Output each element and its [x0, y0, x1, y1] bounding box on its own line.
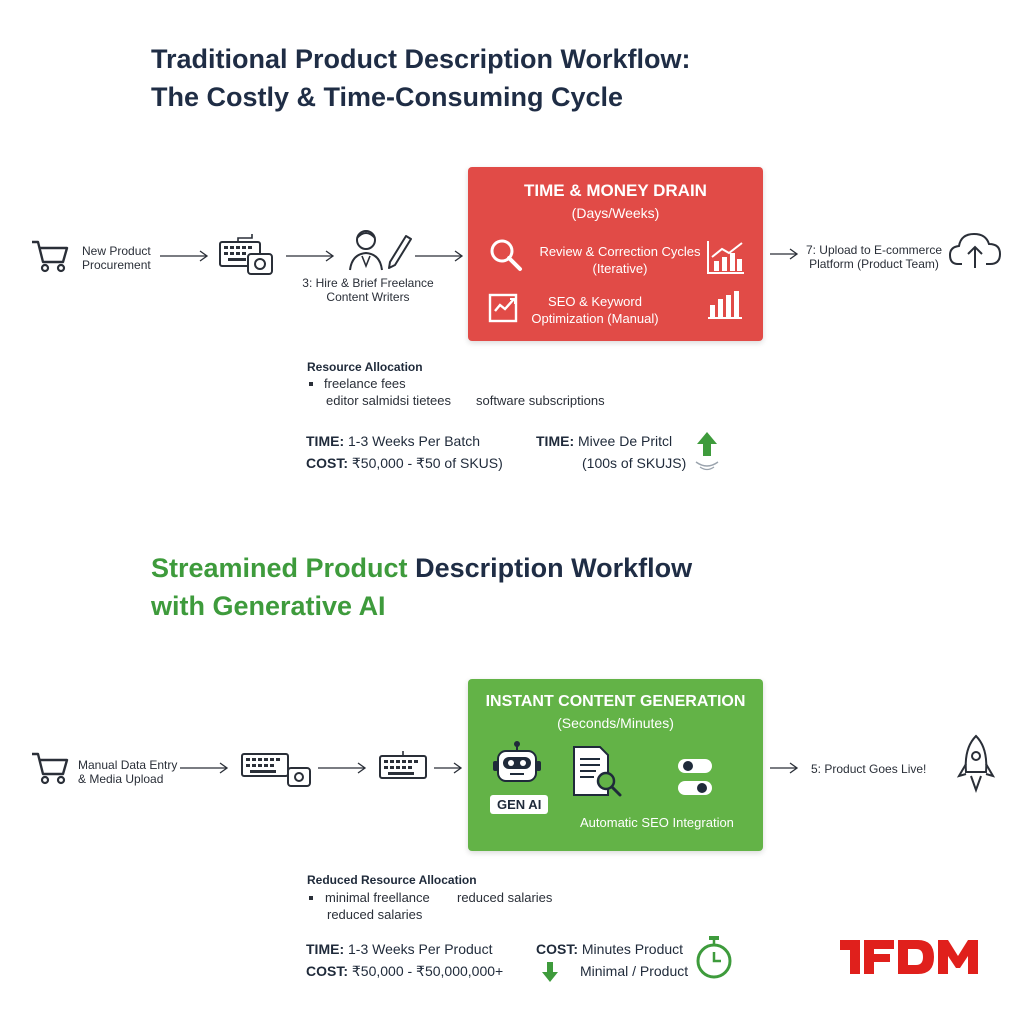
shopping-cart-icon	[30, 238, 70, 279]
checklist-chart-icon	[488, 291, 520, 328]
resource-item: reduced salaries	[457, 890, 553, 905]
flow-arrow	[180, 762, 230, 774]
step-new-product-procurement: New Product Procurement	[82, 244, 151, 272]
streamlined-stats-right: COST: Minutes Product Minimal / Product	[536, 941, 689, 979]
up-arrow-icon	[694, 430, 720, 477]
time-money-drain-panel: TIME & MONEY DRAIN (Days/Weeks) Review &…	[468, 167, 763, 341]
title-green-part: Streamined Product	[151, 553, 408, 583]
step-product-goes-live: 5: Product Goes Live!	[811, 762, 927, 776]
traditional-stats-left: TIME: 1-3 Weeks Per Batch COST: ₹50,000 …	[306, 433, 503, 471]
keyboard-camera-icon	[218, 234, 274, 281]
resource-item: freelance fees	[324, 376, 406, 391]
reduced-resource-heading: Reduced Resource Allocation	[307, 873, 477, 887]
streamlined-title: Streamined Product Description Workflow …	[151, 549, 692, 625]
resource-item: editor salmidsi tietees	[326, 393, 451, 408]
traditional-stats-right: TIME: Mivee De Pritcl (100s of SKUJS)	[536, 433, 687, 471]
seo-keyword-optimization: SEO & Keyword Optimization (Manual)	[531, 294, 659, 326]
flow-arrow	[770, 762, 800, 774]
title-green-line2: with Generative AI	[151, 591, 386, 621]
robot-icon	[492, 741, 542, 798]
down-arrow-icon	[540, 960, 560, 989]
traditional-title-line2: The Costly & Time-Consuming Cycle	[151, 82, 624, 112]
stopwatch-icon	[694, 934, 734, 985]
step-hire-freelance-writers: 3: Hire & Brief Freelance Content Writer…	[302, 276, 434, 304]
shopping-cart-icon	[30, 750, 70, 791]
document-search-icon	[572, 745, 622, 802]
flow-arrow	[434, 762, 464, 774]
magnifier-icon	[488, 237, 524, 278]
traditional-title: Traditional Product Description Workflow…	[151, 40, 691, 116]
flow-arrow	[770, 248, 800, 260]
gen-ai-badge: GEN AI	[490, 795, 549, 814]
automatic-seo-label: Automatic SEO Integration	[580, 815, 734, 830]
title-dark-part: Description Workflow	[407, 553, 693, 583]
step-manual-data-entry: Manual Data Entry & Media Upload	[78, 758, 178, 786]
streamlined-stats-left: TIME: 1-3 Weeks Per Product COST: ₹50,00…	[306, 941, 504, 979]
flow-arrow	[160, 250, 210, 262]
flow-arrow	[415, 250, 465, 262]
keyboard-icon	[378, 750, 428, 787]
panel-subtitle: (Days/Weeks)	[571, 205, 660, 221]
resource-item: software subscriptions	[476, 393, 605, 408]
panel-subtitle: (Seconds/Minutes)	[557, 715, 674, 731]
panel-title: INSTANT CONTENT GENERATION	[485, 693, 746, 710]
cloud-upload-icon	[948, 230, 1002, 275]
resource-item: reduced salaries	[327, 907, 423, 922]
rocket-icon	[956, 734, 996, 803]
writer-pen-icon	[348, 226, 414, 277]
review-correction-cycles: Review & Correction Cycles (Iterative)	[539, 244, 701, 276]
traditional-title-line1: Traditional Product Description Workflow…	[151, 44, 691, 74]
step-upload-ecommerce: 7: Upload to E-commerce Platform (Produc…	[805, 243, 943, 271]
bullet	[309, 896, 313, 900]
brand-logo-mark	[840, 940, 978, 974]
panel-title: TIME & MONEY DRAIN	[524, 181, 707, 200]
brand-logo	[838, 938, 982, 981]
bar-chart-icon	[708, 289, 744, 324]
toggle-switches-icon	[676, 757, 716, 804]
keyboard-camera-icon	[240, 748, 312, 793]
resource-allocation-heading: Resource Allocation	[307, 360, 423, 374]
bullet	[309, 382, 313, 386]
rising-chart-icon	[706, 239, 746, 280]
flow-arrow	[286, 250, 336, 262]
resource-item: minimal freellance	[325, 890, 430, 905]
flow-arrow	[318, 762, 368, 774]
instant-content-generation-panel: INSTANT CONTENT GENERATION (Seconds/Minu…	[468, 679, 763, 851]
